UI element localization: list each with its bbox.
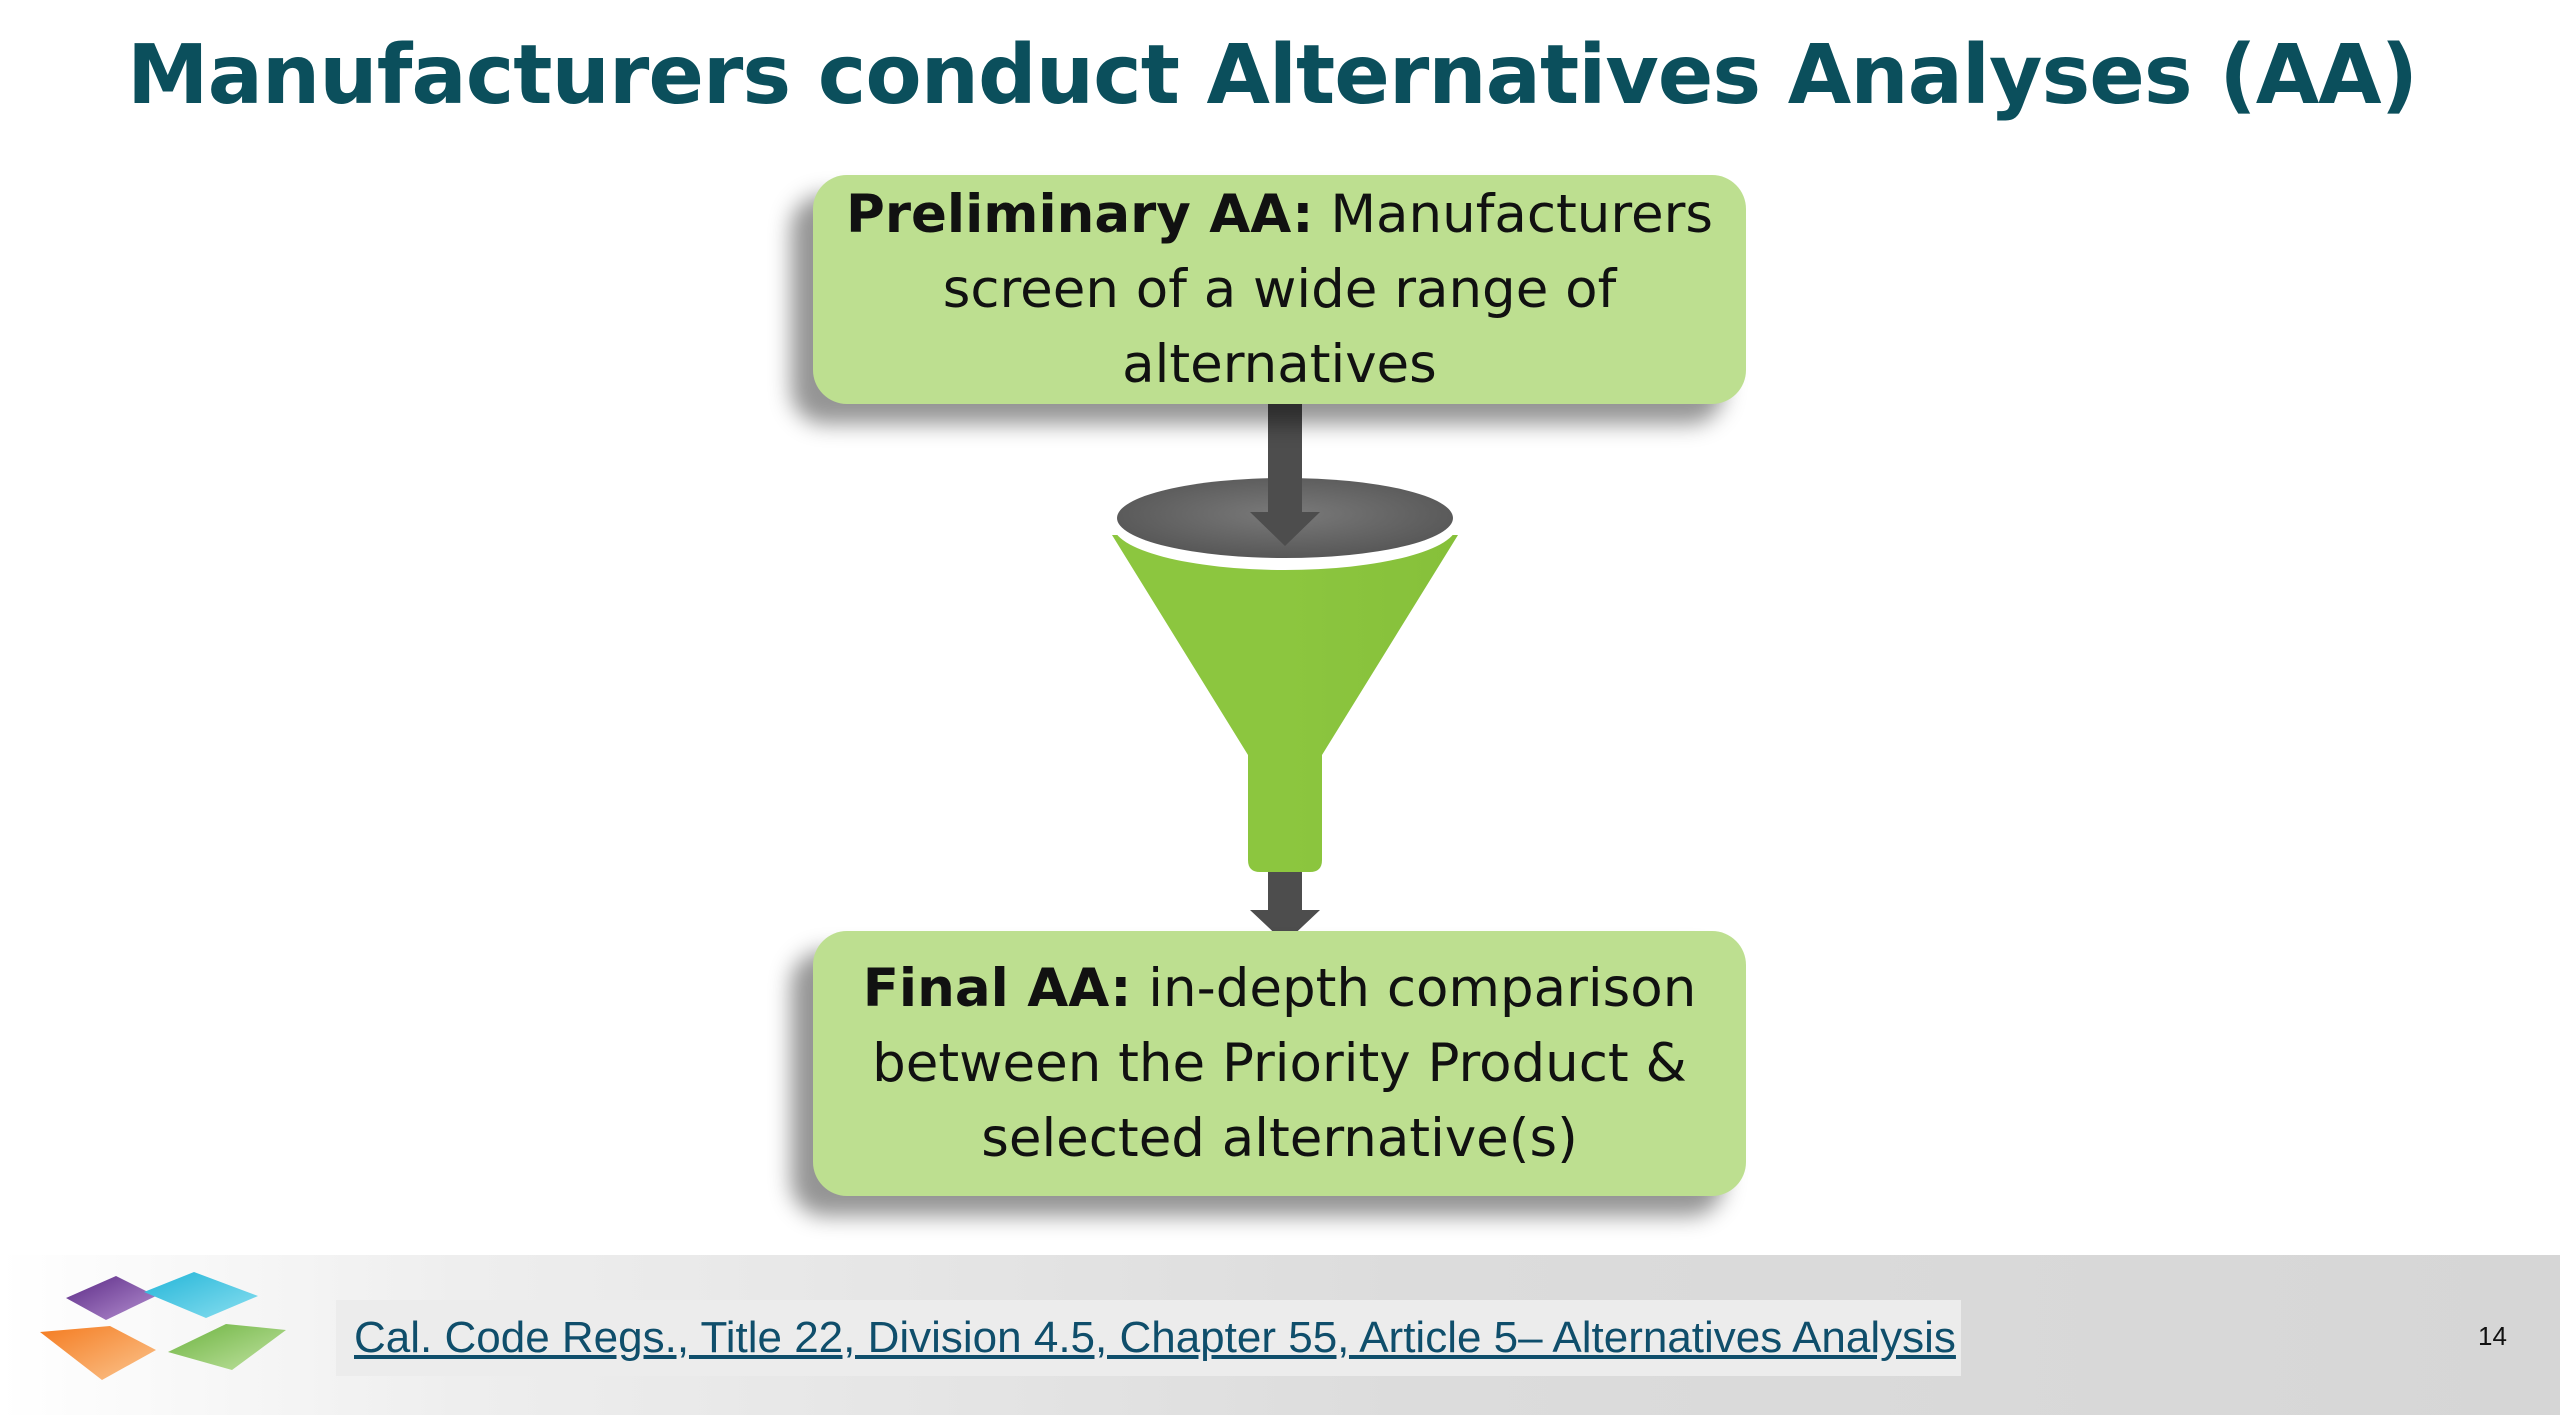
final-aa-box: Final AA: in-depth comparison between th… — [813, 931, 1746, 1196]
final-aa-text-1: in-depth comparison — [1131, 958, 1697, 1019]
arrow-down-icon — [1250, 404, 1320, 546]
page-number: 14 — [2478, 1321, 2507, 1351]
preliminary-aa-text-1: Manufacturers — [1313, 184, 1714, 245]
final-aa-text-2: between the Priority Product & — [872, 1033, 1687, 1094]
citation-link[interactable]: Cal. Code Regs., Title 22, Division 4.5,… — [354, 1313, 1956, 1362]
preliminary-aa-text-3: alternatives — [1122, 334, 1437, 395]
arrow-down-icon — [1250, 872, 1320, 943]
preliminary-aa-label: Preliminary AA: — [845, 184, 1314, 245]
final-aa-text-3: selected alternative(s) — [981, 1108, 1578, 1169]
preliminary-aa-text-2: screen of a wide range of — [942, 259, 1617, 320]
preliminary-aa-box: Preliminary AA: Manufacturers screen of … — [813, 175, 1746, 404]
funnel-body — [1112, 535, 1458, 872]
four-color-squares-logo-icon — [40, 1272, 286, 1380]
page-title: Manufacturers conduct Alternatives Analy… — [127, 28, 2418, 123]
final-aa-label: Final AA: — [862, 958, 1132, 1019]
citation-box: Cal. Code Regs., Title 22, Division 4.5,… — [336, 1300, 1961, 1376]
